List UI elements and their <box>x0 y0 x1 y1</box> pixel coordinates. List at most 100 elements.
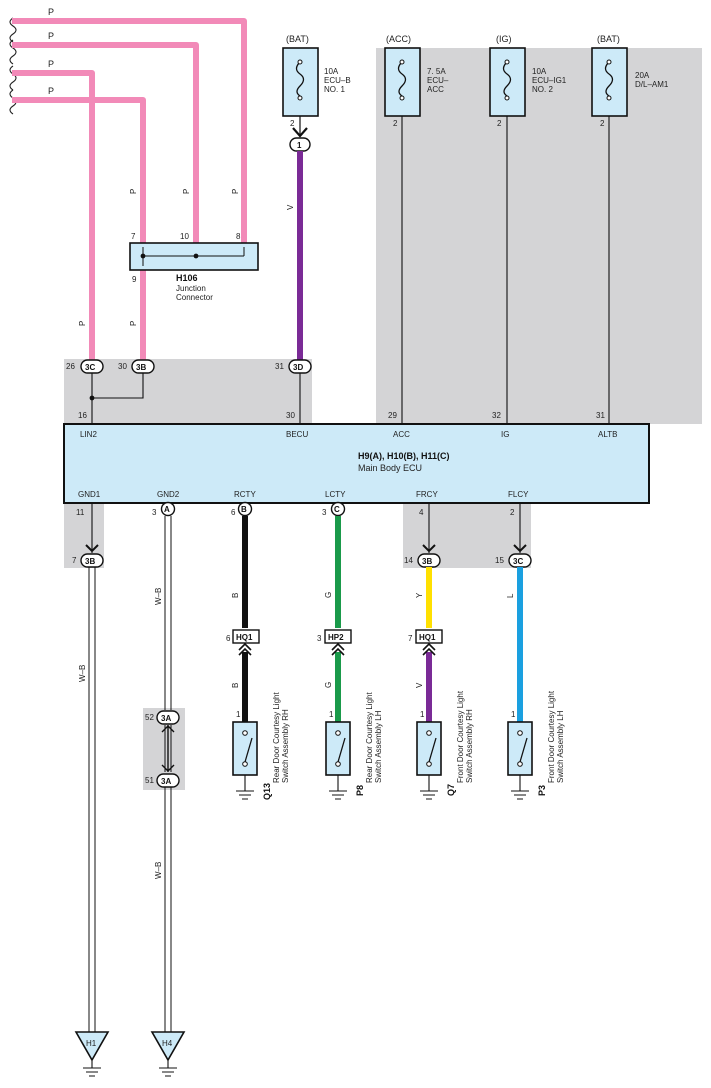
gnd2-wb-wire <box>164 516 172 1032</box>
inline-connector-hp2: 3 HP2 <box>317 629 352 656</box>
main-body-ecu: 16 30 29 32 31 LIN2 BECU ACC IG ALTB H9(… <box>63 411 650 504</box>
pink-wires <box>12 18 247 360</box>
connector-code: 3B <box>422 557 432 566</box>
wire-label-v1: V <box>286 204 295 210</box>
ecu-terminal-lcty: LCTY <box>325 490 346 499</box>
fuse-name1: ECU–B <box>324 76 351 85</box>
fuse-pin: 2 <box>393 119 398 128</box>
fuse-rating: 7. 5A <box>427 67 446 76</box>
junction-name1: Junction <box>176 284 206 293</box>
ecu-pin-rcty: 6 <box>231 508 236 517</box>
inline-code: HQ1 <box>419 633 436 642</box>
connector-1-code: 1 <box>297 141 302 150</box>
wire-label-p4: P <box>48 86 54 96</box>
connector-code: 3B <box>85 557 95 566</box>
connector-code: A <box>164 505 170 514</box>
junction-name2: Connector <box>176 293 213 302</box>
ecu-pin-30: 30 <box>286 411 295 420</box>
wire-label-p1: P <box>48 7 54 17</box>
wire-label-g1: G <box>324 592 333 598</box>
fuse-name2: NO. 2 <box>532 85 553 94</box>
ecu-pin-lcty: 3 <box>322 508 327 517</box>
arrow-heads-bottom <box>85 544 527 553</box>
wire-label-wb2: W–B <box>154 588 163 605</box>
ecu-terminal-flcy: FLCY <box>508 490 529 499</box>
lin2-splice <box>89 395 95 401</box>
ecu-terminal-becu: BECU <box>286 430 308 439</box>
inline-pin: 7 <box>408 634 413 643</box>
gnd1-wb-wire <box>88 567 96 1032</box>
switch-id: Q13 <box>262 783 272 800</box>
connector-frcy-3b: 14 3B <box>404 553 441 568</box>
fuse-name1: ECU–IG1 <box>532 76 567 85</box>
ground-label: H4 <box>162 1039 173 1048</box>
inline-connector-hq1-rh: 6 HQ1 <box>226 629 260 656</box>
connector-pin: 7 <box>72 556 77 565</box>
connector-code: 3C <box>513 557 523 566</box>
switch-pin: 1 <box>236 710 241 719</box>
switch-line2: Switch Assembly RH <box>281 709 290 783</box>
ecu-pin-frcy: 4 <box>419 508 424 517</box>
ecu-pin-flcy: 2 <box>510 508 515 517</box>
switch-line2: Switch Assembly RH <box>465 709 474 783</box>
ecu-terminal-lin2: LIN2 <box>80 430 97 439</box>
connector-pin: 14 <box>404 556 413 565</box>
fuse-pin: 2 <box>600 119 605 128</box>
switch-id: Q7 <box>446 784 456 796</box>
wire-label-wb1: W–B <box>78 665 87 682</box>
connector-code: 3D <box>293 363 303 372</box>
fuse-ecu-acc: (ACC) 7. 5A ECU– ACC 2 <box>384 34 449 128</box>
switch-id: P3 <box>537 785 547 796</box>
ecu-terminal-altb: ALTB <box>598 430 617 439</box>
connector-30-3b: 30 3B <box>118 359 155 374</box>
connector-31-3d: 31 3D <box>275 359 312 374</box>
connector-pin: 26 <box>66 362 75 371</box>
connector-51-3a: 51 3A <box>145 773 180 788</box>
connector-code: 3A <box>161 714 171 723</box>
wire-label-p2: P <box>48 31 54 41</box>
wire-label-l: L <box>506 593 515 598</box>
fuse-supply-label: (IG) <box>496 34 512 44</box>
connector-pin: 31 <box>275 362 284 371</box>
fuse-b-arrow <box>292 127 308 138</box>
connector-code: 3B <box>136 363 146 372</box>
fuse-ecu-b: (BAT) 10A ECU–B NO. 1 2 <box>282 34 351 128</box>
ecu-pin-gnd2: 3 <box>152 508 157 517</box>
ecu-terminal-ig: IG <box>501 430 509 439</box>
fuse-name1: D/L–AM1 <box>635 80 669 89</box>
wire-label-p8: P <box>78 321 87 326</box>
switch-line2: Switch Assembly LH <box>556 710 565 783</box>
switch-id: P8 <box>355 785 365 796</box>
fuse-pin: 2 <box>497 119 502 128</box>
ecu-terminal-frcy: FRCY <box>416 490 438 499</box>
fuse-rating: 10A <box>324 67 339 76</box>
switch-pin: 1 <box>511 710 516 719</box>
junction-connector-h106: 7 10 8 9 H106 Junction Connector <box>129 232 259 302</box>
ground-point-h1: H1 <box>74 1031 110 1077</box>
fuse-supply-label: (ACC) <box>386 34 411 44</box>
fuse-rating: 10A <box>532 67 547 76</box>
inline-code: HQ1 <box>236 633 253 642</box>
connector-code: 3A <box>161 777 171 786</box>
fuse-name1: ECU– <box>427 76 449 85</box>
junction-pin-8: 8 <box>236 232 241 241</box>
connector-code: 3C <box>85 363 95 372</box>
ecu-pin-32: 32 <box>492 411 501 420</box>
connector-code: B <box>241 505 247 514</box>
switch-line2: Switch Assembly LH <box>374 710 383 783</box>
switch-p3: 1 P3 Front Door Courtesy Light Switch As… <box>507 690 565 800</box>
wire-label-b2: B <box>231 683 240 688</box>
inline-connector-hq1-front: 7 HQ1 <box>408 629 443 656</box>
fuse-rating: 20A <box>635 71 650 80</box>
ecu-bottom-leads <box>91 503 521 553</box>
ecu-pin-29: 29 <box>388 411 397 420</box>
wire-label-b1: B <box>231 593 240 598</box>
junction-pin-9: 9 <box>132 275 137 284</box>
wire-label-p9: P <box>129 321 138 326</box>
wire-label-y: Y <box>415 592 424 598</box>
ecu-terminal-gnd1: GND1 <box>78 490 101 499</box>
inline-pin: 6 <box>226 634 231 643</box>
connector-lcty-c: C <box>330 501 346 517</box>
connector-gnd1-3b: 7 3B <box>72 553 104 568</box>
